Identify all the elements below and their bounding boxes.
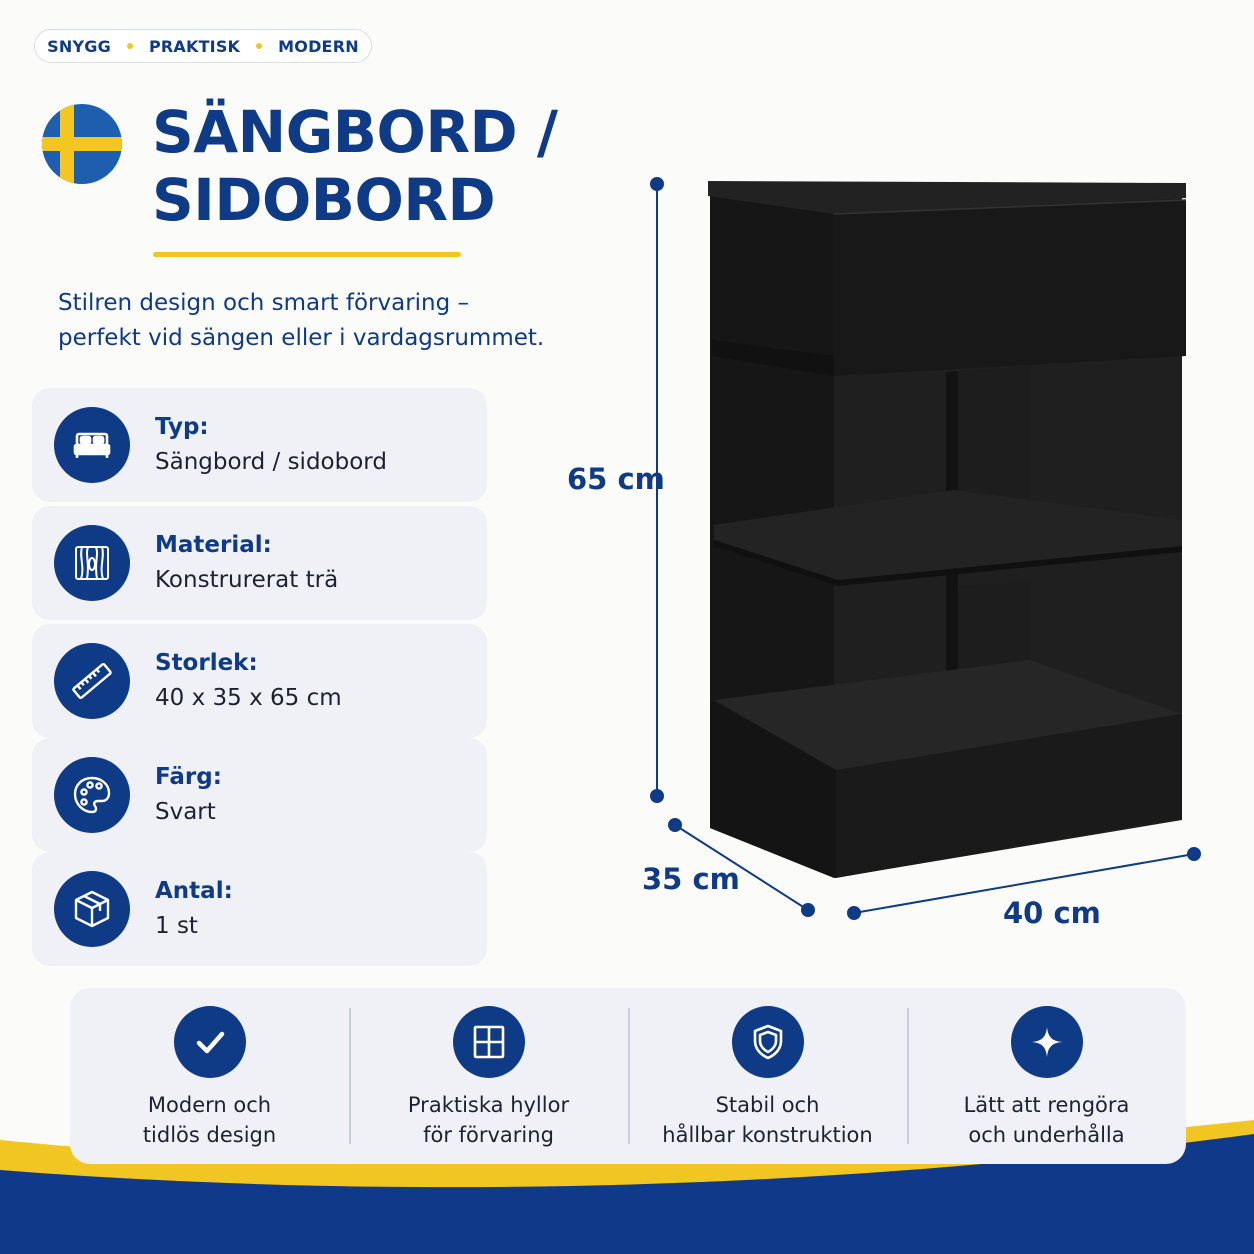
spec-value: 40 x 35 x 65 cm xyxy=(155,685,342,711)
feature-text-line-2: tidlös design xyxy=(142,1123,277,1147)
tag-modern: MODERN xyxy=(278,36,359,56)
feature-easy-clean: Lätt att rengöra och underhålla xyxy=(907,988,1186,1164)
height-label: 65 cm xyxy=(567,462,665,496)
spec-value: 1 st xyxy=(155,913,198,939)
tag-snygg: SNYGG xyxy=(47,36,111,56)
tag-pill: SNYGG PRAKTISK MODERN xyxy=(34,29,372,63)
title-underline xyxy=(153,252,461,257)
shelves-icon xyxy=(452,1006,525,1078)
check-icon xyxy=(173,1006,246,1078)
feature-text-line-1: Modern och xyxy=(147,1093,272,1117)
width-dimension-line xyxy=(847,847,1201,920)
shield-icon xyxy=(731,1006,804,1078)
feature-text-line-2: hållbar konstruktion xyxy=(662,1123,873,1147)
feature-text-line-1: Praktiska hyllor xyxy=(407,1093,570,1117)
page-title: SÄNGBORD / SIDOBORD xyxy=(152,98,592,234)
feature-modern: Modern och tidlös design xyxy=(70,988,349,1164)
spec-value: Konstrurerat trä xyxy=(155,567,339,593)
feature-text-line-1: Lätt att rengöra xyxy=(963,1093,1130,1117)
spec-card-color: Färg: Svart xyxy=(32,738,487,852)
spec-card-size: Storlek: 40 x 35 x 65 cm xyxy=(32,624,487,738)
spec-card-quantity: Antal: 1 st xyxy=(32,852,487,966)
title-line-1: SÄNGBORD / xyxy=(152,98,558,166)
bed-icon xyxy=(54,407,130,483)
sparkle-icon xyxy=(1010,1006,1083,1078)
spec-value: Sängbord / sidobord xyxy=(155,449,387,475)
feature-shelves: Praktiska hyllor för förvaring xyxy=(349,988,628,1164)
feature-text-line-2: och underhålla xyxy=(968,1123,1125,1147)
wood-grain-icon xyxy=(54,525,130,601)
feature-stable: Stabil och hållbar konstruktion xyxy=(628,988,907,1164)
tag-separator xyxy=(256,43,263,49)
lead-line-2: perfekt vid sängen eller i vardagsrummet… xyxy=(58,325,545,351)
spec-value: Svart xyxy=(155,799,216,825)
spec-label: Storlek: xyxy=(155,650,258,676)
height-dimension-line xyxy=(650,177,664,803)
feature-text-line-2: för förvaring xyxy=(423,1123,554,1147)
ruler-icon xyxy=(54,643,130,719)
spec-label: Antal: xyxy=(155,878,233,904)
palette-icon xyxy=(54,757,130,833)
lead-text: Stilren design och smart förvaring – per… xyxy=(58,286,598,356)
depth-dimension-line xyxy=(668,818,815,917)
spec-label: Typ: xyxy=(155,414,209,440)
feature-text-line-1: Stabil och xyxy=(715,1093,820,1117)
tag-praktisk: PRAKTISK xyxy=(148,36,241,56)
spec-card-type: Typ: Sängbord / sidobord xyxy=(32,388,487,502)
depth-label: 35 cm xyxy=(642,862,740,896)
swedish-flag-icon xyxy=(42,104,122,184)
feature-bar: Modern och tidlös design Praktiska hyllo… xyxy=(70,988,1186,1164)
spec-label: Färg: xyxy=(155,764,222,790)
nightstand-shape xyxy=(708,181,1187,878)
title-line-2: SIDOBORD xyxy=(152,166,496,234)
lead-line-1: Stilren design och smart förvaring – xyxy=(58,290,470,316)
box-icon xyxy=(54,871,130,947)
spec-card-material: Material: Konstrurerat trä xyxy=(32,506,487,620)
spec-label: Material: xyxy=(155,532,272,558)
tag-separator xyxy=(126,43,133,49)
width-label: 40 cm xyxy=(1003,896,1101,930)
